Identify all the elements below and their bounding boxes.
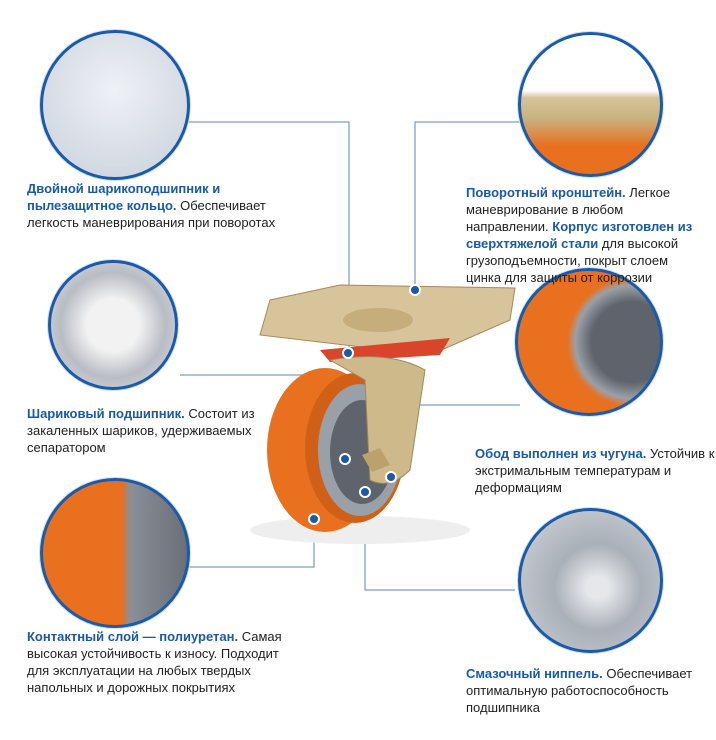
caption-ball-bearing: Шариковый подшипник. Состоит из закаленн… — [27, 405, 257, 456]
caption-title: Контактный слой — полиуретан. — [27, 629, 239, 644]
detail-circle-rim — [515, 268, 663, 416]
caption-title: Шариковый подшипник. — [27, 406, 185, 421]
caption-text: Состоит из закаленных шариков, удерживае… — [27, 406, 255, 455]
detail-circle-ball-bearing — [48, 260, 178, 390]
caption-text: Легкое маневрирование в любом направлени… — [466, 185, 671, 234]
caption-swivel-bracket: Поворотный кронштейн. Легкое маневрирова… — [466, 184, 696, 286]
caption-polyurethane: Контактный слой — полиуретан. Самая высо… — [27, 628, 297, 696]
caption-text: Обеспечивает легкость маневрирования при… — [27, 198, 276, 230]
caption-grease-nipple: Смазочный ниппель. Обеспечивает оптималь… — [466, 665, 706, 716]
detail-circle-grease-nipple — [518, 508, 663, 653]
detail-circle-polyurethane — [40, 478, 190, 628]
caption-text: Устойчив к экстримальным температурам и … — [475, 446, 715, 495]
caption-double-bearing: Двойной шарикоподшипник и пылезащитное к… — [27, 180, 307, 231]
caption-text: Самая высокая устойчивость к износу. Под… — [27, 629, 282, 695]
caption-title: Обод выполнен из чугуна. — [475, 446, 647, 461]
caption-title-2: Корпус изготовлен из сверхтяжелой стали — [466, 219, 693, 251]
caster-wheel-image — [250, 284, 516, 544]
caption-text: Обеспечивает оптимальную работоспособнос… — [466, 666, 693, 715]
caption-title: Смазочный ниппель. — [466, 666, 603, 681]
caption-title: Двойной шарикоподшипник и пылезащитное к… — [27, 181, 221, 213]
detail-circle-bracket — [518, 32, 663, 177]
detail-circle-bearing-top — [40, 30, 190, 180]
caption-text-2: для высокой грузоподъемности, покрыт сло… — [466, 236, 679, 285]
caption-cast-iron-rim: Обод выполнен из чугуна. Устойчив к экст… — [475, 445, 715, 496]
caption-title: Поворотный кронштейн. — [466, 185, 626, 200]
